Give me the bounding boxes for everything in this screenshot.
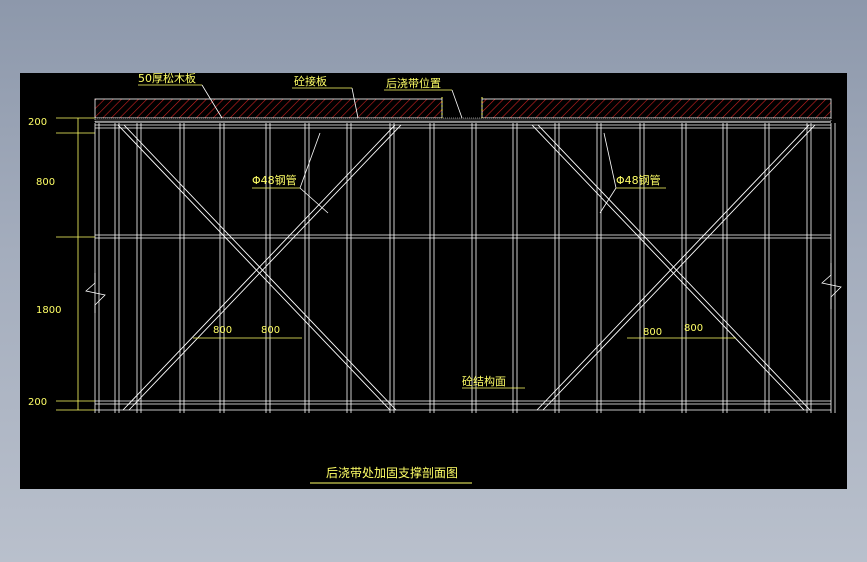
break-symbols: [85, 263, 842, 313]
cad-drawing-canvas: 50厚松木板 砼接板 后浇带位置 Φ48钢管 Φ48钢管 砼结构面 200 80…: [20, 73, 847, 489]
dim-span-left-a: 800: [213, 325, 232, 336]
section-drawing: 50厚松木板 砼接板 后浇带位置 Φ48钢管 Φ48钢管 砼结构面 200 80…: [28, 73, 842, 484]
dim-800: 800: [36, 177, 55, 188]
concrete-slab: [94, 97, 832, 119]
concrete-slab-label: 砼接板: [294, 74, 327, 88]
drawing-title: 后浇带处加固支撑剖面图: [326, 465, 458, 480]
structure-surface-label: 砼结构面: [462, 374, 506, 388]
post-pour-position-label: 后浇带位置: [386, 76, 441, 90]
dim-span-right-b: 800: [684, 323, 703, 334]
pipe-left-label: Φ48钢管: [252, 173, 297, 187]
horizontal-ledgers: [95, 124, 831, 411]
span-dimension-lines: [138, 84, 736, 389]
pine-board-label: 50厚松木板: [138, 73, 196, 85]
dim-span-left-b: 800: [261, 325, 280, 336]
vertical-posts: [94, 123, 836, 413]
dim-span-right-a: 800: [643, 327, 662, 338]
leader-lines: [201, 84, 617, 214]
dim-200-top: 200: [28, 117, 47, 128]
dim-200-bottom: 200: [28, 397, 47, 408]
dim-1800: 1800: [36, 305, 61, 316]
diagonal-braces: [117, 124, 816, 411]
left-dimension-chain: [56, 117, 95, 411]
pine-board-layer: [94, 117, 832, 123]
pipe-right-label: Φ48钢管: [616, 173, 661, 187]
